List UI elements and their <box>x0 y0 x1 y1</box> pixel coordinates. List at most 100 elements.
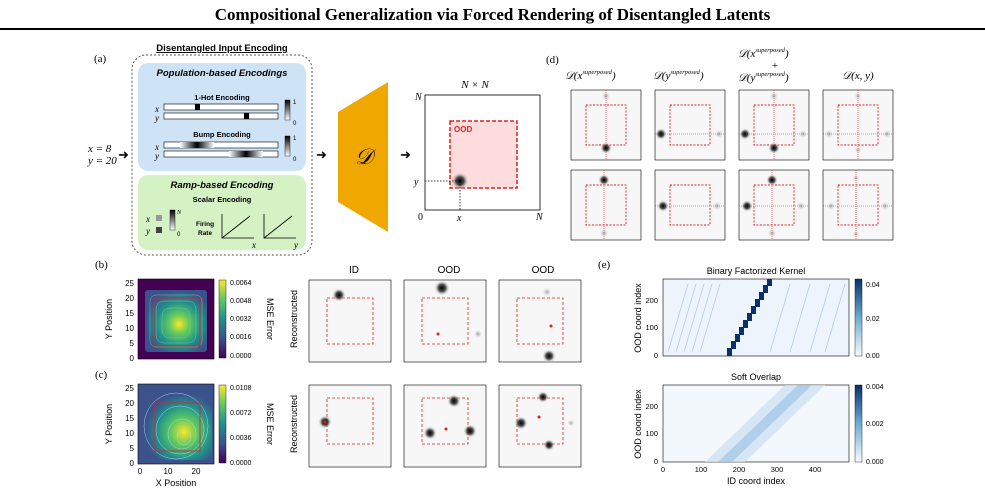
onehot-y-active <box>244 113 249 119</box>
e-top-diagonal <box>727 279 772 356</box>
e-top-plot <box>662 278 850 357</box>
bump-cbar-bottom: 0 <box>293 157 297 163</box>
scalar-y-square <box>156 227 162 233</box>
onehot-x-label: x <box>154 104 159 114</box>
svg-text:200: 200 <box>645 402 658 411</box>
onehot-x-bar <box>163 103 279 111</box>
arrow-icon: ➜ <box>118 147 129 162</box>
firing-rate-label: Firing <box>196 221 214 228</box>
bump-y-bar <box>163 150 279 158</box>
e-top-yticks: 200 100 0 <box>645 296 658 360</box>
bump-cbar <box>284 135 291 157</box>
svg-text:25: 25 <box>125 279 134 288</box>
b-cbar-ticks: 0.0064 0.0048 0.0032 0.0016 0.0000 <box>230 280 252 360</box>
recon-r2c3 <box>498 384 582 468</box>
d-cell-r2c2 <box>654 169 726 241</box>
e-top-cbar <box>854 278 863 357</box>
decoder-symbol: 𝒟 <box>355 144 377 169</box>
d-cell-r1c2 <box>654 89 726 161</box>
e-bottom-band-core <box>718 385 812 462</box>
e-top-hatching <box>667 283 846 353</box>
svg-text:400: 400 <box>809 465 822 474</box>
svg-text:5: 5 <box>130 444 135 453</box>
e-bottom-title: Soft Overlap <box>731 372 781 382</box>
c-cbar-label: MSE Error <box>265 403 275 445</box>
svg-text:20: 20 <box>192 467 201 476</box>
ramp-y-axis-label: y <box>293 240 298 250</box>
recon-header-ood-1: OOD <box>438 265 461 276</box>
bump-y-active <box>229 151 263 157</box>
panel-b-label: (b) <box>95 259 108 271</box>
b-heatmap <box>145 290 207 352</box>
grid-size-label: N × N <box>460 79 489 91</box>
scalar-x-square <box>156 215 162 221</box>
panel-d-grid <box>570 89 894 241</box>
d-cell-r2c3 <box>738 169 810 241</box>
scalar-x-label: x <box>145 214 150 224</box>
recon-r1c2 <box>403 279 487 363</box>
svg-text:20: 20 <box>125 399 134 408</box>
col3-plus: + <box>772 60 778 72</box>
svg-text:200: 200 <box>645 296 658 305</box>
svg-text:0.00: 0.00 <box>866 353 880 360</box>
svg-text:0: 0 <box>654 457 658 466</box>
c-cbar-ticks: 0.0108 0.0072 0.0036 0.0000 <box>230 385 252 467</box>
svg-text:10: 10 <box>125 429 134 438</box>
e-bottom-xlabel: ID coord index <box>727 476 786 486</box>
recon-r2c1 <box>308 384 392 468</box>
b-cbar <box>218 279 227 359</box>
svg-text:0.0032: 0.0032 <box>230 316 252 323</box>
e-bottom-xticks: 0 100 200 300 400 <box>661 465 821 474</box>
panel-c-label: (c) <box>95 369 108 381</box>
svg-text:0.000: 0.000 <box>866 459 884 466</box>
onehot-x-active <box>195 104 200 110</box>
d-cell-r1c4 <box>822 89 894 161</box>
onehot-cbar-bottom: 0 <box>293 121 297 127</box>
ramp-x-axis-label: x <box>251 240 256 250</box>
recon-r2c2 <box>403 384 487 468</box>
col3-header-a: 𝒟(xsuperposed) <box>738 47 789 60</box>
onehot-y-bar <box>163 112 279 120</box>
recon-grid <box>308 279 582 468</box>
svg-text:0.0072: 0.0072 <box>230 410 252 417</box>
grid-N-y: N <box>414 92 423 103</box>
svg-text:0.0000: 0.0000 <box>230 353 252 360</box>
population-title: Population-based Encodings <box>157 68 288 79</box>
svg-text:200: 200 <box>733 465 746 474</box>
svg-text:0.0036: 0.0036 <box>230 435 252 442</box>
b-ood-box <box>154 297 201 347</box>
c-ylabel: Y Position <box>104 404 114 444</box>
panel-a-label: (a) <box>94 53 107 65</box>
svg-text:0.0000: 0.0000 <box>230 460 252 467</box>
d-cell-r1c3 <box>738 89 810 161</box>
recon-header-id: ID <box>349 265 359 276</box>
grid-origin: 0 <box>418 212 423 223</box>
onehot-cbar-top: 1 <box>293 100 297 106</box>
svg-text:25: 25 <box>125 384 134 393</box>
bump-x-label: x <box>154 142 159 152</box>
ramp-y-line <box>263 215 293 239</box>
scalar-cbar-top: N <box>176 210 182 216</box>
c-ood-box <box>154 402 201 452</box>
svg-text:15: 15 <box>125 414 134 423</box>
input-y: y = 20 <box>87 155 117 167</box>
encoding-frame <box>131 54 313 256</box>
b-frame <box>137 278 215 360</box>
scalar-cbar <box>169 209 176 231</box>
col3-header-b: 𝒟(ysuperposed) <box>738 71 789 84</box>
grid-x-mark: x <box>456 213 462 224</box>
c-frame <box>137 383 215 465</box>
scalar-label: Scalar Encoding <box>193 195 252 204</box>
recon-r1c1 <box>308 279 392 363</box>
e-top-cbar-ticks: 0.04 0.02 0.00 <box>866 282 880 360</box>
firing-rate-label-2: Rate <box>198 230 212 237</box>
svg-text:10: 10 <box>164 467 173 476</box>
svg-text:0: 0 <box>138 467 143 476</box>
c-xlabel: X Position <box>156 478 197 488</box>
ramp-title: Ramp-based Encoding <box>171 180 274 191</box>
b-cbar-label: MSE Error <box>265 298 275 340</box>
e-bottom-yticks: 200 100 0 <box>645 402 658 466</box>
grid-N-x: N <box>535 212 544 223</box>
onehot-label: 1-Hot Encoding <box>194 93 250 102</box>
